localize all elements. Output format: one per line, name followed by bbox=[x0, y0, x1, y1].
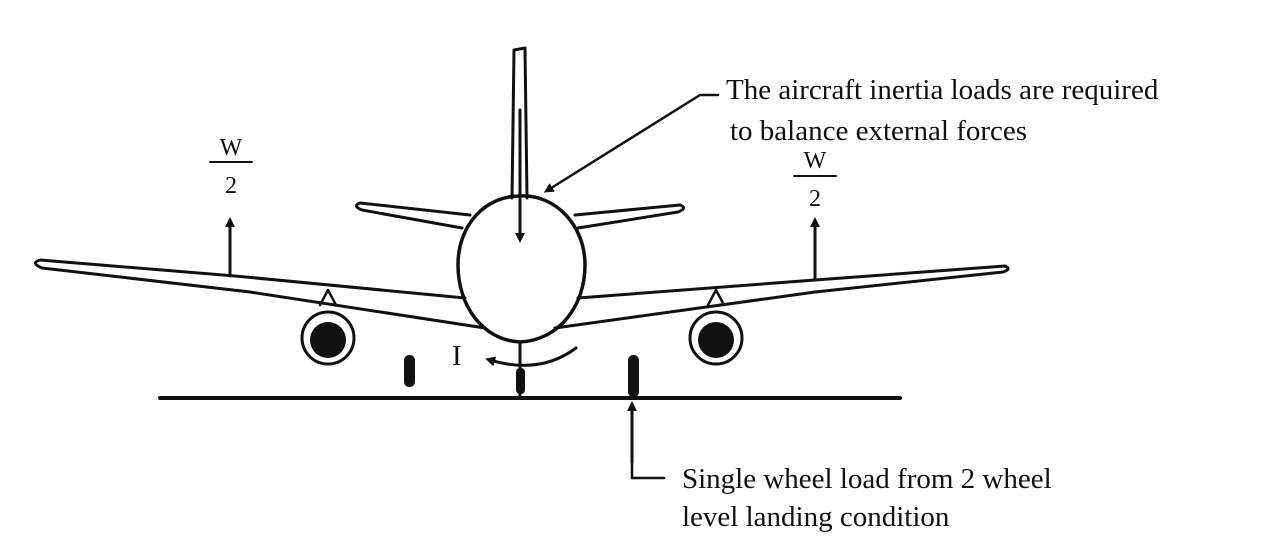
left-horizontal-stabilizer bbox=[355, 201, 472, 230]
right-wing bbox=[553, 264, 1010, 330]
right-lift-denominator: 2 bbox=[809, 186, 821, 212]
left-engine-pylon bbox=[318, 288, 338, 307]
left-engine-nacelle bbox=[300, 310, 356, 366]
inertia-note-line2: to balance external forces bbox=[730, 115, 1027, 147]
left-lift-numerator: W bbox=[220, 135, 243, 161]
inertia-moment-arc bbox=[485, 346, 578, 367]
vertical-fin bbox=[510, 46, 529, 200]
inertia-note-line1: The aircraft inertia loads are required bbox=[726, 74, 1159, 106]
inertia-note-leader bbox=[543, 93, 720, 193]
left-wing bbox=[34, 258, 487, 330]
wheel-note-line1: Single wheel load from 2 wheel bbox=[682, 463, 1052, 495]
left-lift-denominator: 2 bbox=[225, 173, 237, 199]
left-main-gear-tire bbox=[404, 355, 415, 387]
right-main-gear-tire bbox=[628, 355, 639, 397]
inertia-moment-label: I bbox=[452, 340, 462, 372]
right-lift-numerator: W bbox=[804, 148, 827, 174]
wheel-note-line2: level landing condition bbox=[682, 501, 950, 533]
right-horizontal-stabilizer bbox=[573, 203, 685, 230]
right-engine-nacelle bbox=[688, 310, 744, 366]
left-engine-fan bbox=[310, 322, 346, 358]
right-engine-pylon bbox=[706, 288, 726, 307]
right-engine-fan bbox=[698, 322, 734, 358]
wheel-note-leader bbox=[630, 460, 666, 480]
